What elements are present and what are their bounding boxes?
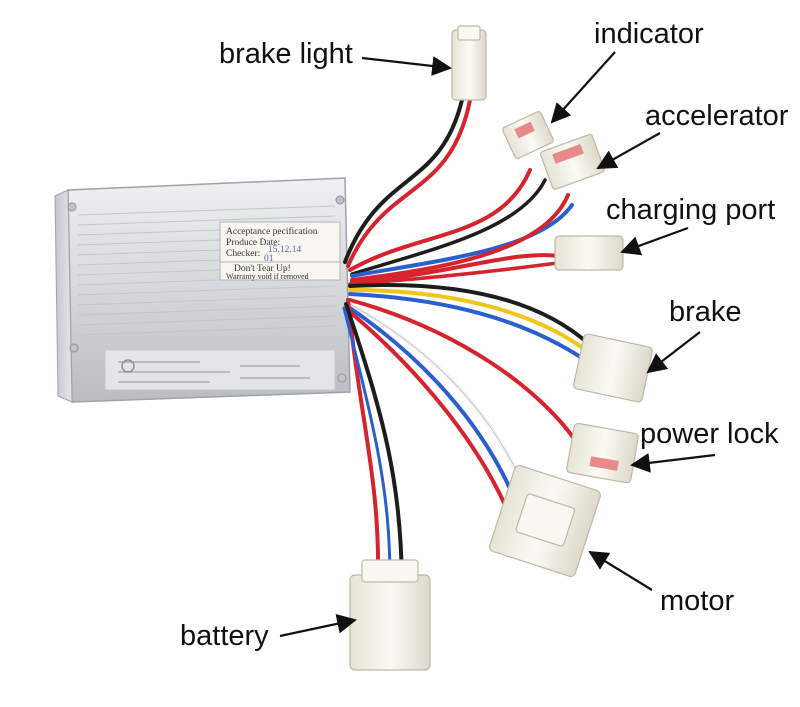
sticker-line-5: Warranty void if removed: [226, 272, 309, 281]
wire-harness: [342, 98, 592, 582]
brake-connector: [573, 333, 653, 403]
sticker-checker-value: 01: [264, 254, 274, 264]
label-power-lock: power lock: [640, 418, 779, 450]
power-lock-arrow: [630, 453, 716, 473]
label-brake-light: brake light: [219, 38, 353, 70]
sticker-date-value: 15.12.14: [268, 245, 302, 255]
brake-arrow: [646, 331, 701, 374]
brake-light-connector: [451, 25, 487, 101]
battery-connector: [349, 559, 431, 671]
power-lock-connector: [566, 422, 639, 484]
label-battery: battery: [180, 620, 269, 652]
connectors: [349, 25, 653, 671]
label-charging-port: charging port: [606, 194, 776, 226]
label-brake: brake: [669, 296, 742, 328]
sticker-line-4: Don't Tear Up!: [234, 264, 291, 274]
sticker-line-2: Produce Date:: [226, 238, 280, 248]
accelerator-arrow: [596, 132, 661, 169]
indicator-arrow: [550, 51, 616, 124]
charging-port-connector: [554, 235, 624, 271]
label-motor: motor: [660, 585, 735, 617]
callout-arrows: [279, 51, 716, 638]
brake-light-arrow: [361, 56, 452, 76]
sticker-line-1: Acceptance pecification: [226, 226, 318, 237]
motor-connector: [488, 464, 602, 578]
controller-box: [54, 177, 351, 403]
label-accelerator: accelerator: [645, 100, 789, 132]
battery-arrow: [279, 614, 357, 638]
indicator-connector: [502, 111, 554, 159]
charging-port-arrow: [620, 226, 689, 256]
motor-arrow: [588, 550, 653, 591]
warranty-sticker: Acceptance pecification Produce Date: Ch…: [219, 221, 341, 281]
sticker-line-3: Checker:: [226, 249, 260, 259]
label-indicator: indicator: [594, 18, 704, 50]
